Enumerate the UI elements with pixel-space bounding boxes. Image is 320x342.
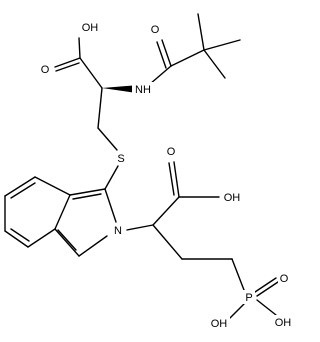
bond-c3a-to-c7a [54, 194, 71, 230]
bond-c5-to-c4-b [10, 228, 30, 242]
bond-quat-methyl-1 [197, 13, 205, 51]
bond-amide-c-to-quat [170, 49, 205, 67]
bond-cooh-to-alpha [79, 57, 103, 89]
atom-label-ring-nitrogen: N [114, 225, 122, 237]
bond-c3-to-c3a-a [54, 228, 80, 257]
atom-label-phosphoryl-o: O [280, 273, 289, 285]
bond-alpha-to-ch2 [97, 87, 103, 129]
bond-ch-to-cooh-c [152, 196, 180, 226]
bond-wedge-alpha-nh [102, 85, 133, 93]
bond-cooh2-c-o-double-a [173, 161, 180, 198]
atom-label-phosphonic-oh-bottom: OH [211, 318, 228, 330]
bond-s-to-c1 [104, 165, 119, 190]
atom-label-amide-nh: NH [135, 84, 151, 96]
bond-c7-to-c6-b [10, 182, 36, 199]
bond-p-o-double-a [254, 277, 277, 293]
bond-amide-c-o-double-b [156, 41, 167, 69]
atom-label-phosphorus: P [245, 292, 252, 304]
bond-ch2-to-s [97, 127, 118, 151]
atom-label-lower-cooh-o: O [167, 146, 176, 158]
bond-c7-to-c6-a [4, 176, 36, 197]
bond-lines [4, 13, 279, 319]
bond-quat-methyl-2 [203, 39, 241, 51]
bond-c1-to-c7a-b [72, 193, 102, 200]
bond-quat-methyl-3 [203, 49, 226, 79]
bond-c7a-to-c7 [34, 176, 71, 196]
bond-c3-to-c3a-b [57, 229, 77, 251]
molecule-structure-diagram: OH O NH O S OH O N P O OH OH [4, 13, 294, 330]
bond-nh-to-amide-c [149, 65, 172, 85]
bond-p-to-oh-right [256, 299, 277, 316]
bond-n-to-ch [126, 224, 154, 231]
atom-labels: OH O NH O S OH O N P O OH OH [39, 20, 294, 330]
atom-label-lower-cooh-oh: OH [224, 192, 241, 204]
bond-cooh2-c-o-double-b [168, 162, 175, 196]
bond-cooh-c-o-double-b [55, 62, 80, 72]
atom-label-amide-o: O [151, 24, 160, 36]
atom-label-upper-cooh-oh: OH [82, 22, 99, 34]
bond-cooh-c-oh [78, 37, 81, 59]
bond-n-to-c3 [78, 235, 108, 257]
bond-c5-to-c4-a [4, 230, 29, 248]
bond-ch2-to-p [231, 258, 245, 291]
bond-p-to-oh-bottom [229, 303, 245, 319]
bond-c1-to-c7a-a [69, 188, 106, 196]
bond-amide-c-o-double-a [161, 39, 172, 67]
atom-label-phosphonic-oh-right: OH [275, 317, 292, 329]
bond-cooh-c-o-double-a [54, 57, 81, 68]
bond-c1-to-n [104, 188, 117, 223]
bond-c4-to-c3a [27, 228, 56, 248]
atom-label-upper-cooh-o: O [41, 64, 50, 76]
atom-label-sulfur: S [117, 153, 124, 165]
bond-ch-to-ch2 [152, 224, 183, 260]
bond-p-o-double-b [256, 281, 279, 297]
